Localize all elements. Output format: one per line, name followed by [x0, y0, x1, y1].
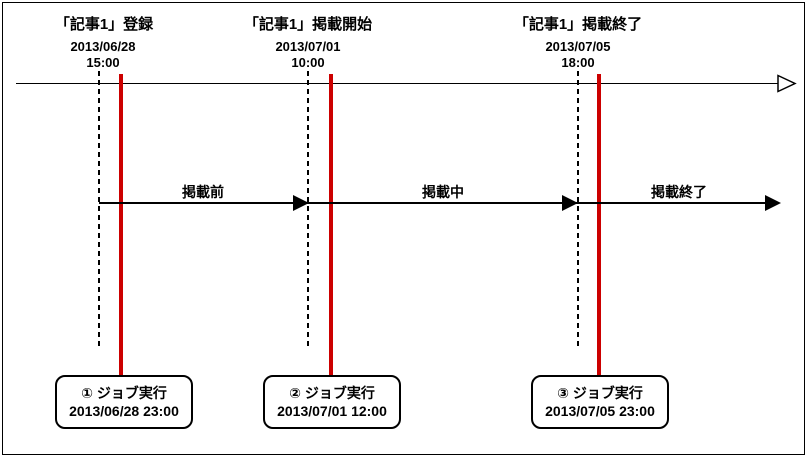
- event-2-date: 2013/07/01: [275, 39, 341, 54]
- job-1-datetime: 2013/06/28 23:00: [69, 403, 179, 419]
- phase-arrowhead-2-icon: [562, 195, 578, 211]
- job-1-label: ① ジョブ実行: [81, 384, 167, 401]
- event-1-title: 「記事1」登録: [54, 16, 154, 33]
- time-axis-open-arrowhead-icon: [777, 74, 797, 93]
- job-3-label: ③ ジョブ実行: [557, 384, 643, 401]
- event-1-dashed-line: [98, 71, 100, 350]
- job-2-label: ② ジョブ実行: [289, 384, 375, 401]
- phase-label-before: 掲載前: [182, 184, 224, 200]
- phase-axis-line: [99, 202, 779, 204]
- job-3-red-line: [597, 74, 601, 376]
- event-3-dashed-line: [577, 71, 579, 350]
- job-3-datetime: 2013/07/05 23:00: [545, 403, 655, 419]
- event-3-time: 18:00: [561, 55, 595, 70]
- time-axis-line: [16, 83, 780, 84]
- job-3-box: ③ ジョブ実行 2013/07/05 23:00: [531, 375, 669, 429]
- job-1-red-line: [119, 74, 123, 376]
- phase-arrowhead-1-icon: [293, 195, 309, 211]
- job-1-box: ① ジョブ実行 2013/06/28 23:00: [55, 375, 193, 429]
- phase-label-ended: 掲載終了: [651, 184, 707, 200]
- job-2-red-line: [329, 74, 333, 376]
- event-3-date: 2013/07/05: [545, 39, 611, 54]
- event-2-dashed-line: [307, 71, 309, 350]
- job-2-datetime: 2013/07/01 12:00: [277, 403, 387, 419]
- event-2-title: 「記事1」掲載開始: [243, 16, 373, 33]
- phase-arrowhead-3-icon: [765, 195, 781, 211]
- phase-label-during: 掲載中: [422, 184, 464, 200]
- event-1-date: 2013/06/28: [70, 39, 136, 54]
- job-2-box: ② ジョブ実行 2013/07/01 12:00: [263, 375, 401, 429]
- event-1-time: 15:00: [86, 55, 120, 70]
- event-2-time: 10:00: [291, 55, 325, 70]
- event-3-title: 「記事1」掲載終了: [513, 16, 643, 33]
